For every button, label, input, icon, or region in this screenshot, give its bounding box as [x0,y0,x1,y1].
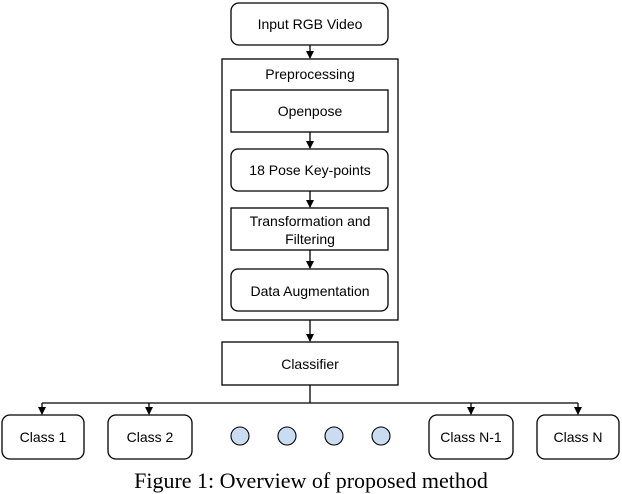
preprocessing-group: Preprocessing Openpose 18 Pose Key-point… [221,58,399,321]
input-label: Input RGB Video [258,16,363,32]
classifier-node: Classifier [221,341,399,386]
class-2-label: Class 2 [127,429,174,445]
ellipsis-dot [324,426,344,446]
ellipsis-dot [277,426,297,446]
figure-caption: Figure 1: Overview of proposed method [134,468,488,493]
class-n-1-node: Class N-1 [428,414,514,460]
transformation-label-line1: Transformation and [250,213,371,229]
transformation-label-line2: Filtering [285,231,335,247]
ellipsis-dot [371,426,391,446]
input-node: Input RGB Video [230,2,389,46]
augmentation-label: Data Augmentation [250,283,369,299]
keypoints-label: 18 Pose Key-points [249,162,370,178]
augmentation-box [230,268,389,312]
class-1-node: Class 1 [1,414,85,460]
openpose-label: Openpose [278,103,343,119]
preprocessing-title: Preprocessing [265,66,355,82]
ellipsis-dot [230,426,250,446]
class-1-label: Class 1 [20,429,67,445]
class-2-node: Class 2 [107,414,193,460]
class-n-1-label: Class N-1 [440,429,502,445]
ellipsis-dots [230,426,391,446]
classifier-label: Classifier [281,356,339,372]
class-n-node: Class N [536,414,620,460]
class-n-label: Class N [553,429,602,445]
